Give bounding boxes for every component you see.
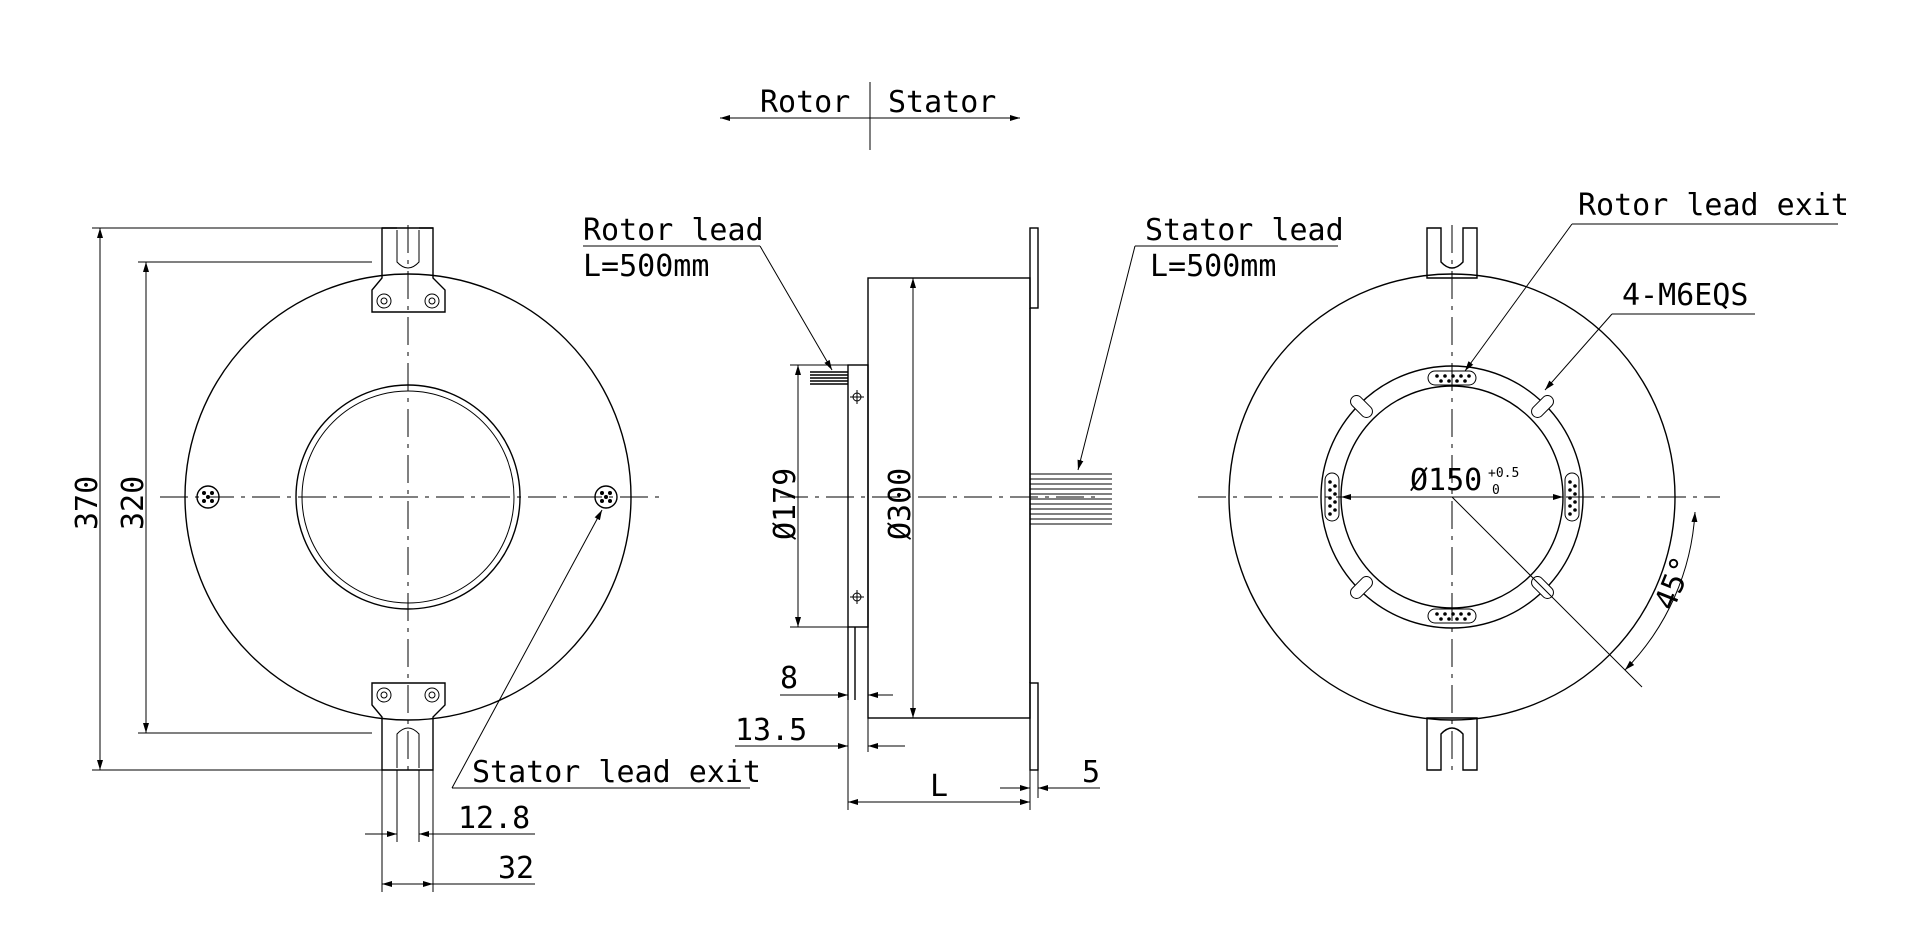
- rotor-lead-exit-right: [1564, 472, 1580, 522]
- dim-hole-angle: 45°: [1648, 552, 1701, 615]
- stator-lead-exit-hole-right: [594, 485, 618, 509]
- stator-lead-exit-label: Stator lead exit: [472, 755, 761, 790]
- dim-body-length: L: [930, 769, 948, 804]
- rotor-lead-length: L=500mm: [583, 249, 709, 284]
- screw-hole-ne: [1531, 395, 1554, 418]
- rotor-label: Rotor: [760, 85, 850, 120]
- dim-bore-tol-lower: 0: [1492, 483, 1500, 498]
- dim-body-diameter: Ø300: [883, 468, 918, 540]
- dim-stator-flange: 5: [1082, 755, 1100, 790]
- side-view-middle: Ø179 Ø300 8 13.5 L 5 Rotor lead L=500mm: [583, 213, 1344, 810]
- stator-lead-label: Stator lead: [1145, 213, 1344, 248]
- dim-slot-width: 12.8: [458, 801, 530, 836]
- screw-hole-sw: [1350, 576, 1373, 599]
- dim-rotor-diameter: Ø179: [768, 468, 803, 540]
- dim-flange-thickness: 8: [780, 661, 798, 696]
- rotor-lead-exit-top: [1427, 370, 1477, 386]
- rotor-lead-exit-label: Rotor lead exit: [1578, 188, 1849, 223]
- rear-view-right: Ø150 +0.5 0 45° Rotor lead exit 4-M6EQS: [1198, 188, 1849, 771]
- front-view-left: 370 320 12.8 32 Stator lead exit: [70, 225, 761, 892]
- stator-lead-bundle: [1030, 473, 1112, 525]
- rotor-lead-label: Rotor lead: [583, 213, 764, 248]
- stator-lead-length: L=500mm: [1150, 249, 1276, 284]
- rotor-stator-indicator: Rotor Stator: [720, 82, 1020, 150]
- screw-holes-label: 4-M6EQS: [1622, 278, 1748, 313]
- dim-rotor-offset: 13.5: [735, 713, 807, 748]
- rotor-lead-exit-left: [1324, 472, 1340, 522]
- stator-label: Stator: [888, 85, 996, 120]
- screw-hole-nw: [1350, 395, 1373, 418]
- stator-lead-exit-hole-left: [196, 485, 220, 509]
- dim-tab-width: 32: [498, 851, 534, 886]
- dim-bore-diameter: Ø150: [1410, 463, 1482, 498]
- rotor-lead-exit-bottom: [1427, 608, 1477, 624]
- dim-mount-height: 320: [116, 476, 151, 530]
- dim-overall-height: 370: [70, 476, 105, 530]
- dim-bore-tol-upper: +0.5: [1488, 466, 1519, 481]
- rotor-lead-bundle: [810, 371, 848, 385]
